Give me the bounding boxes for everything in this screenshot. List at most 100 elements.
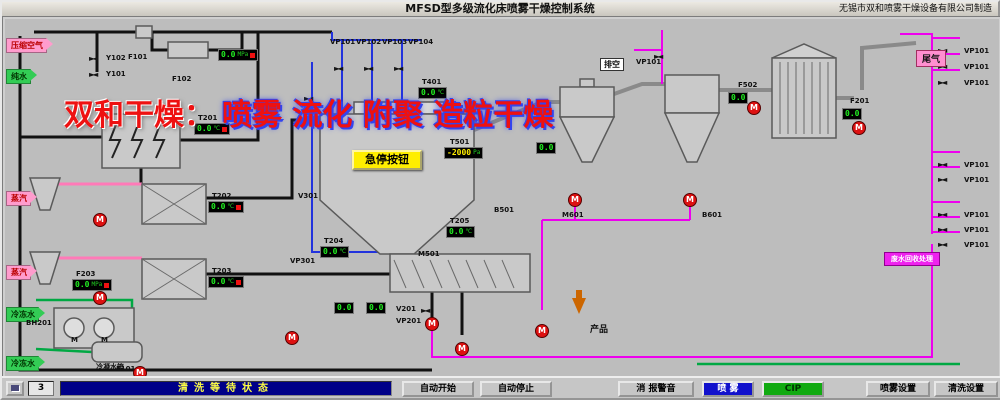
supply-arrow-tip-icon xyxy=(38,356,45,368)
supply-arrow: 纯水 xyxy=(6,69,37,84)
equipment-tag: F203 xyxy=(76,270,96,278)
equipment-tag: T401 xyxy=(422,78,442,86)
equipment-tag: T205 xyxy=(450,217,470,225)
equipment-tag: VP104 xyxy=(408,38,434,46)
equipment-tag: VP101 xyxy=(964,79,990,87)
value-display: 0.0 xyxy=(842,108,863,120)
title-bar: MFSD型多级流化床喷雾干燥控制系统 无锡市双和喷雾干燥设备有限公司制造 xyxy=(2,2,998,17)
motor-valve-icon[interactable]: M xyxy=(93,291,107,305)
value-display: 0.0 xyxy=(728,92,749,104)
supply-arrow-tip-icon xyxy=(46,38,53,50)
alarm-indicator xyxy=(104,282,110,288)
equipment-tag: F502 xyxy=(738,81,758,89)
status-bar: 清洗等待状态 xyxy=(60,381,392,396)
motor-valve-icon[interactable]: M xyxy=(852,121,866,135)
butterfly-valve-icon[interactable]: ►◄ xyxy=(938,225,947,234)
emergency-stop-button[interactable]: 急停按钮 xyxy=(352,150,422,170)
value-display: 0.0℃ xyxy=(418,87,448,99)
butterfly-valve-icon[interactable]: ►◄ xyxy=(394,64,403,73)
equipment-tag: VP103 xyxy=(382,38,408,46)
butterfly-valve-icon[interactable]: ►◄ xyxy=(334,64,343,73)
butterfly-valve-icon[interactable]: ►◄ xyxy=(938,160,947,169)
vent-label: 排空 xyxy=(600,58,624,71)
alarm-indicator xyxy=(236,204,242,210)
equipment-tag: T203 xyxy=(212,267,232,275)
supply-arrow-tip-icon xyxy=(30,69,37,81)
equipment-tag: F201 xyxy=(850,97,870,105)
equipment-tag: Y102 xyxy=(106,54,126,62)
equipment-tag: F101 xyxy=(116,365,136,373)
butterfly-valve-icon[interactable]: ►◄ xyxy=(421,306,430,315)
equipment-tag: T202 xyxy=(212,192,232,200)
motor-valve-icon[interactable]: M xyxy=(425,317,439,331)
equipment-tag: F101 xyxy=(128,53,148,61)
butterfly-valve-icon[interactable]: ►◄ xyxy=(938,78,947,87)
tail-gas-label: 尾气 xyxy=(916,50,947,67)
equipment-tag: VP102 xyxy=(356,38,382,46)
value-display: 0.0 xyxy=(334,302,355,314)
value-display: 0.0 xyxy=(366,302,387,314)
butterfly-valve-icon[interactable]: ►◄ xyxy=(938,175,947,184)
equipment-tag: VP101 xyxy=(964,226,990,234)
page-title: MFSD型多级流化床喷雾干燥控制系统 xyxy=(405,2,595,15)
panel-icon[interactable] xyxy=(6,381,24,396)
equipment-tag: VP101 xyxy=(964,241,990,249)
equipment-tag: T201 xyxy=(198,114,218,122)
alarm-indicator xyxy=(222,126,228,132)
motor-valve-icon[interactable]: M xyxy=(683,193,697,207)
butterfly-valve-icon[interactable]: ►◄ xyxy=(654,52,663,61)
value-display: 0.0℃ xyxy=(446,226,476,238)
button-spray[interactable]: 喷 雾 xyxy=(702,381,754,397)
value-display: 0.0 xyxy=(536,142,557,154)
alarm-indicator xyxy=(250,52,256,58)
butterfly-valve-icon[interactable]: ►◄ xyxy=(89,54,98,63)
button-clean-settings[interactable]: 清洗设置 xyxy=(934,381,998,397)
alarm-indicator xyxy=(236,279,242,285)
motor-valve-icon[interactable]: M xyxy=(285,331,299,345)
motor-valve-icon[interactable]: M xyxy=(568,193,582,207)
equipment-tag: VP101 xyxy=(964,161,990,169)
equipment-tag: Y101 xyxy=(106,70,126,78)
supply-arrow-tip-icon xyxy=(38,307,45,319)
button-auto-start[interactable]: 自动开始 xyxy=(402,381,474,397)
motor-valve-icon[interactable]: M xyxy=(535,324,549,338)
equipment-tag: VP101 xyxy=(636,58,662,66)
butterfly-valve-icon[interactable]: ►◄ xyxy=(938,240,947,249)
supply-arrow: 蒸汽 xyxy=(6,191,37,206)
motor-valve-icon[interactable]: M xyxy=(747,101,761,115)
equipment-tag: VP301 xyxy=(290,257,316,265)
equipment-tag: B601 xyxy=(702,211,722,219)
supply-arrow: 压缩空气 xyxy=(6,38,53,53)
equipment-tag: VP201 xyxy=(396,317,422,325)
supply-arrow-tip-icon xyxy=(30,265,37,277)
value-display: 0.0℃ xyxy=(208,201,245,213)
equipment-tag: V301 xyxy=(298,192,319,200)
button-auto-stop[interactable]: 自动停止 xyxy=(480,381,552,397)
button-mute-alarm[interactable]: 消 报警音 xyxy=(618,381,694,397)
waste-water-label: 废水回收处理 xyxy=(884,252,940,266)
butterfly-valve-icon[interactable]: ►◄ xyxy=(89,70,98,79)
value-display: 0.0℃ xyxy=(194,123,231,135)
butterfly-valve-icon[interactable]: ►◄ xyxy=(938,210,947,219)
button-spray-settings[interactable]: 喷雾设置 xyxy=(866,381,930,397)
motor-valve-icon[interactable]: M xyxy=(93,213,107,227)
equipment-tag: M601 xyxy=(562,211,584,219)
butterfly-valve-icon[interactable]: ►◄ xyxy=(304,94,313,103)
button-cip[interactable]: CIP xyxy=(762,381,824,397)
equipment-tag: VP101 xyxy=(964,63,990,71)
condensate-tank-label: 冷凝水箱 xyxy=(96,363,124,371)
equipment-tag: F102 xyxy=(172,75,192,83)
equipment-tag: B501 xyxy=(494,206,514,214)
equipment-tag: T501 xyxy=(450,138,470,146)
butterfly-valve-icon[interactable]: ►◄ xyxy=(364,64,373,73)
equipment-tag: V201 xyxy=(396,305,417,313)
motor-valve-icon[interactable]: M xyxy=(455,342,469,356)
value-display: 0.0℃ xyxy=(320,246,350,258)
equipment-tag: M xyxy=(101,336,108,344)
